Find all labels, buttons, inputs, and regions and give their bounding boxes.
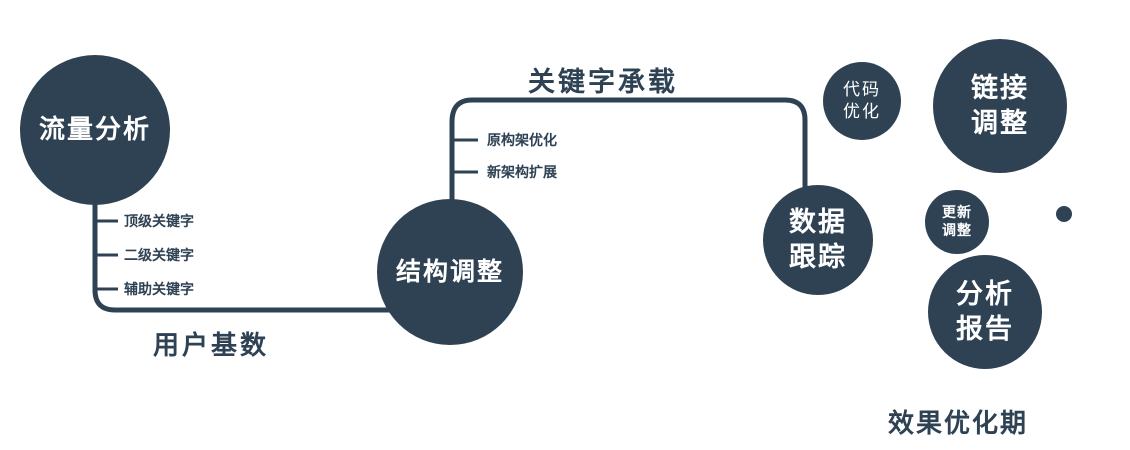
node-code-optimize[interactable]: 代码 优化	[823, 62, 901, 140]
node-update-adjust-line1: 更新	[942, 204, 972, 221]
node-analysis-report[interactable]: 分析 报告	[928, 255, 1042, 369]
node-update-adjust[interactable]: 更新 调整	[925, 190, 989, 254]
branch-label-second-keywords: 二级关键字	[124, 247, 194, 263]
branch-label-new-arch: 新架构扩展	[487, 164, 557, 180]
node-analysis-report-line1: 分析	[956, 279, 1014, 310]
node-link-adjust-line2: 调整	[971, 108, 1029, 138]
edge-structure-to-tracking	[449, 97, 808, 204]
branch-label-orig-arch: 原构架优化	[487, 132, 557, 148]
node-link-adjust-line1: 链接	[971, 73, 1029, 104]
edge-label-user-base: 用户基数	[153, 330, 270, 360]
node-link-adjust[interactable]: 链接 调整	[933, 39, 1067, 173]
node-analysis-report-line2: 报告	[956, 314, 1014, 344]
node-update-adjust-line2: 调整	[942, 222, 972, 238]
node-data-tracking-line2: 跟踪	[789, 242, 847, 272]
node-code-optimize-line1: 代码	[843, 80, 881, 100]
node-traffic-analysis[interactable]: 流量分析	[20, 55, 170, 205]
node-code-optimize-line2: 优化	[843, 102, 881, 121]
node-structure-adjust[interactable]: 结构调整	[377, 199, 523, 345]
branch-label-aux-keywords: 辅助关键字	[124, 281, 194, 297]
node-structure-adjust-label: 结构调整	[395, 258, 504, 286]
node-data-tracking-line1: 数据	[789, 207, 847, 238]
node-traffic-analysis-label: 流量分析	[38, 114, 151, 145]
node-data-tracking[interactable]: 数据 跟踪	[763, 185, 873, 295]
branch-label-top-keywords: 顶级关键字	[124, 213, 194, 229]
edge-label-effect-phase: 效果优化期	[888, 408, 1029, 438]
small-dot-marker	[1056, 206, 1072, 222]
edge-label-keyword-carry: 关键字承载	[528, 67, 678, 97]
